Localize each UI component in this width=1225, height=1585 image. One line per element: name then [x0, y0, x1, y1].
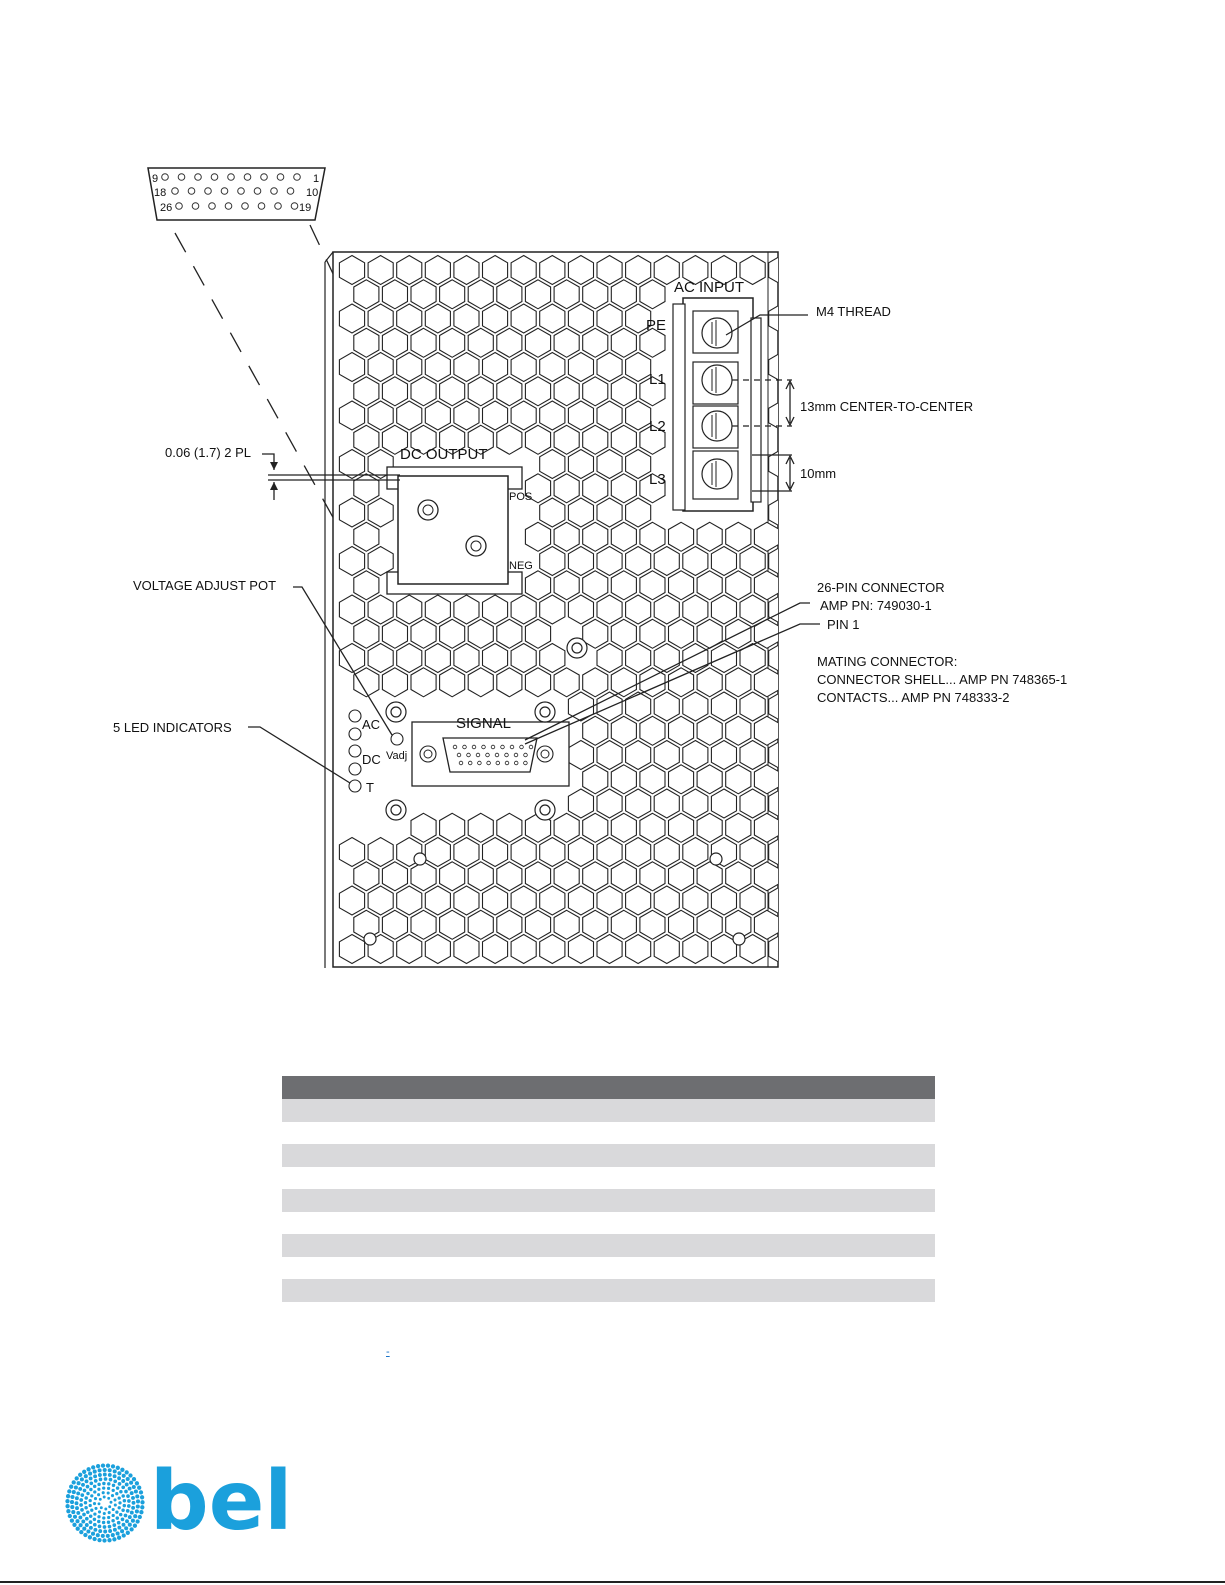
- mounting-standoffs: [363, 637, 746, 946]
- voltage-adjust-pot-label: VOLTAGE ADJUST POT: [133, 578, 276, 593]
- bel-logo: bel: [65, 1455, 292, 1549]
- dsub-pinout-inset: 9 1 18 10 26 19: [147, 167, 326, 221]
- table-row: [282, 1211, 935, 1234]
- pos-label: POS: [509, 491, 532, 503]
- table-row: [282, 1256, 935, 1279]
- pin-9-label: 9: [152, 173, 158, 185]
- table-row: [282, 1121, 935, 1144]
- power-supply-outline-drawing: 9 1 18 10 26 19: [113, 167, 1067, 968]
- led-indicators-label: 5 LED INDICATORS: [113, 720, 232, 735]
- dc-output-bracket: [386, 466, 523, 595]
- pe-label: PE: [646, 317, 666, 334]
- neg-label: NEG: [509, 560, 533, 572]
- spec-table: [282, 1076, 935, 1302]
- t-led-label: T: [366, 780, 374, 795]
- pin-26-label: 26: [160, 202, 172, 214]
- table-row: [282, 1279, 935, 1302]
- pin-18-label: 18: [154, 187, 166, 199]
- pin-19-label: 19: [299, 202, 311, 214]
- power-supply-front-panel: [324, 251, 779, 968]
- pin-1-label: 1: [313, 173, 319, 185]
- l2-label: L2: [649, 418, 666, 435]
- pin26-connector-label: 26-PIN CONNECTOR: [817, 580, 945, 595]
- table-row: [282, 1166, 935, 1189]
- center-to-center-label: 13mm CENTER-TO-CENTER: [800, 399, 973, 414]
- bel-logo-wordmark: bel: [150, 1455, 292, 1549]
- ac-led-label: AC: [362, 717, 380, 732]
- vadj-label: Vadj: [386, 750, 407, 762]
- led-indicators: [348, 709, 404, 793]
- table-row: [282, 1234, 935, 1257]
- amp-pn-label: AMP PN: 749030-1: [820, 598, 932, 613]
- connector-shell-label: CONNECTOR SHELL... AMP PN 748365-1: [817, 672, 1067, 687]
- ac-input-label: AC INPUT: [674, 279, 744, 296]
- l3-label: L3: [649, 471, 666, 488]
- pin1-label: PIN 1: [827, 617, 860, 632]
- ac-input-terminal-block: [672, 297, 762, 512]
- signal-connector: [411, 721, 570, 787]
- table-header-row: [282, 1076, 935, 1099]
- l1-label: L1: [649, 371, 666, 388]
- dc-led-label: DC: [362, 752, 381, 767]
- ten-mm-label: 10mm: [800, 466, 836, 481]
- table-row: [282, 1099, 935, 1122]
- table-row: [282, 1189, 935, 1212]
- bel-logo-mark: [65, 1463, 145, 1543]
- signal-label: SIGNAL: [456, 715, 511, 732]
- pin-10-label: 10: [306, 187, 318, 199]
- projection-line-left: [174, 232, 341, 531]
- footer-rule: [0, 1581, 1225, 1583]
- footnote-link[interactable]: -: [386, 1346, 390, 1358]
- thickness-label: 0.06 (1.7) 2 PL: [165, 445, 251, 460]
- contacts-label: CONTACTS... AMP PN 748333-2: [817, 690, 1009, 705]
- m4-thread-label: M4 THREAD: [816, 304, 891, 319]
- table-row: [282, 1144, 935, 1167]
- dc-output-label: DC OUTPUT: [400, 446, 488, 463]
- mating-connector-label: MATING CONNECTOR:: [817, 654, 957, 669]
